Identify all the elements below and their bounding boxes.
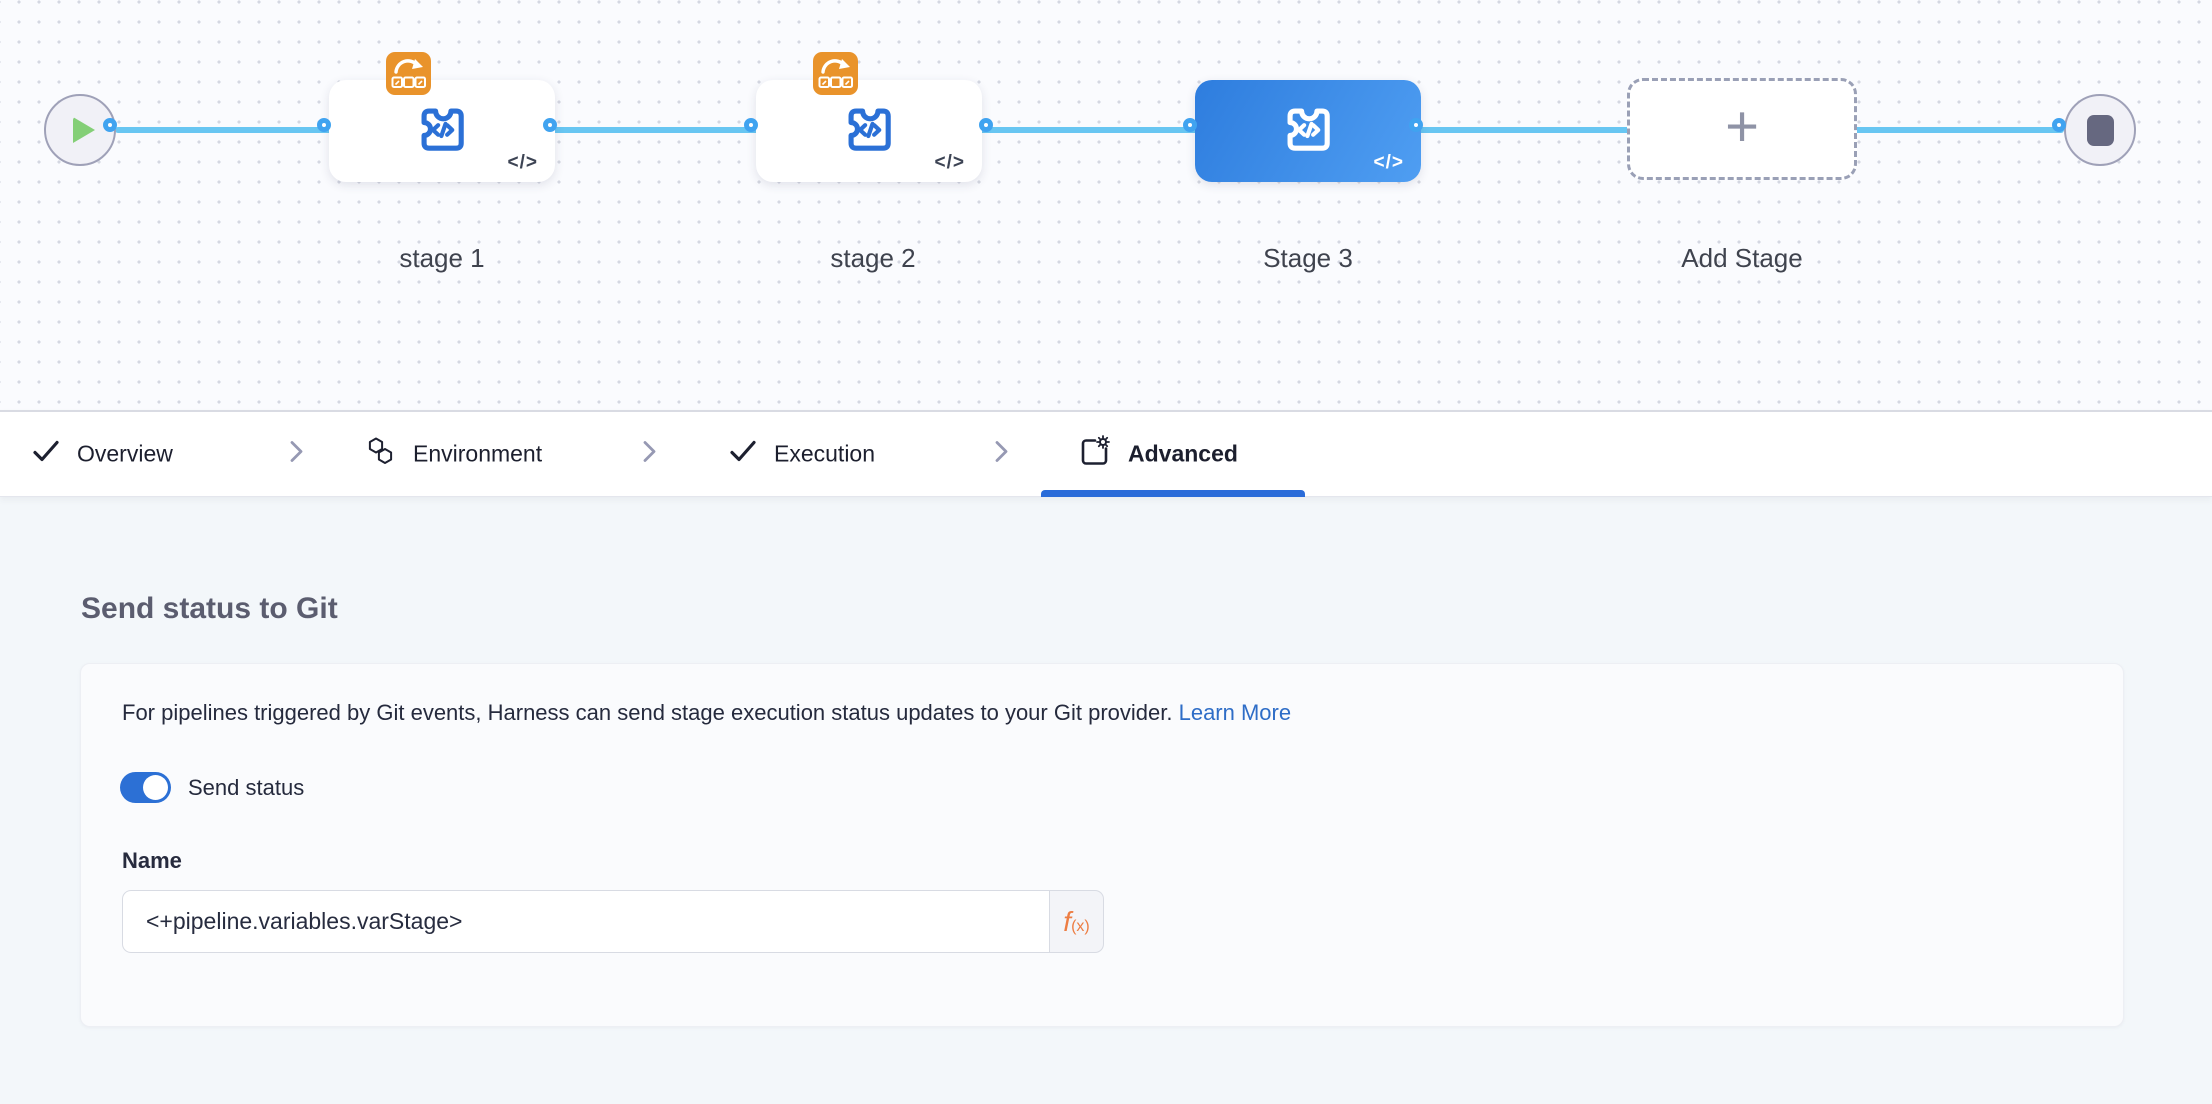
stage-config-tabbar: Overview Environment Execution Advanced — [0, 410, 2212, 497]
stage-label: Add Stage — [1681, 243, 1803, 273]
node-port[interactable] — [103, 118, 117, 132]
chevron-right-icon — [993, 437, 1011, 472]
yaml-code-badge: </> — [1373, 152, 1404, 173]
looping-strategy-badge-icon — [813, 52, 858, 100]
plus-icon: + — [1725, 94, 1759, 159]
active-tab-underline — [1041, 490, 1305, 497]
custom-stage-icon — [837, 97, 901, 166]
section-heading: Send status to Git — [81, 592, 338, 625]
custom-stage-icon — [1276, 97, 1340, 166]
stage-label: Stage 3 — [1263, 243, 1353, 273]
tab-label: Environment — [413, 440, 543, 467]
stage-node-stage-3-selected[interactable]: </> — [1195, 80, 1421, 182]
check-icon — [31, 437, 61, 472]
play-icon — [72, 117, 95, 143]
yaml-code-badge: </> — [934, 152, 965, 173]
environment-icon — [365, 436, 397, 473]
node-port[interactable] — [2052, 118, 2066, 132]
expression-fx-button[interactable]: f(x) — [1050, 890, 1104, 953]
tab-overview[interactable]: Overview — [31, 437, 173, 472]
send-status-card: For pipelines triggered by Git events, H… — [80, 663, 2124, 1027]
looping-strategy-badge-icon — [386, 52, 431, 100]
tab-advanced[interactable]: Advanced — [1078, 435, 1238, 474]
tab-environment[interactable]: Environment — [365, 436, 542, 473]
stage-label: stage 1 — [399, 243, 485, 273]
tab-label: Overview — [77, 440, 173, 467]
stage-node-stage-2[interactable]: </> — [756, 52, 982, 182]
send-status-toggle[interactable] — [120, 772, 171, 803]
node-port[interactable] — [744, 118, 758, 132]
pipeline-start-node — [44, 94, 116, 166]
name-field-label: Name — [122, 848, 182, 873]
check-icon — [728, 437, 758, 472]
advanced-settings-icon — [1078, 435, 1112, 474]
send-status-toggle-row: Send status — [120, 772, 304, 803]
stage-node-stage-1[interactable]: </> — [329, 52, 555, 182]
pipeline-canvas[interactable]: </> </> </> + — [0, 0, 2212, 410]
chevron-right-icon — [641, 437, 659, 472]
tab-execution[interactable]: Execution — [728, 437, 875, 472]
node-port[interactable] — [1409, 118, 1423, 132]
toggle-knob — [143, 775, 168, 800]
yaml-code-badge: </> — [507, 152, 538, 173]
card-description: For pipelines triggered by Git events, H… — [122, 700, 1292, 725]
node-port[interactable] — [979, 118, 993, 132]
node-port[interactable] — [543, 118, 557, 132]
tab-label: Execution — [774, 440, 876, 467]
name-input-row: f(x) — [122, 890, 1104, 953]
chevron-right-icon — [288, 437, 306, 472]
node-port[interactable] — [317, 118, 331, 132]
tab-label: Advanced — [1128, 440, 1238, 467]
stop-icon — [2086, 114, 2114, 146]
pipeline-end-node — [2064, 94, 2136, 166]
custom-stage-icon — [410, 97, 474, 166]
fx-icon: f — [1063, 905, 1072, 937]
add-stage-button[interactable]: + — [1627, 78, 1857, 180]
name-input[interactable] — [122, 890, 1050, 953]
stage-label: stage 2 — [830, 243, 916, 273]
stage-connector-line — [115, 127, 2064, 133]
node-port[interactable] — [1183, 118, 1197, 132]
learn-more-link[interactable]: Learn More — [1178, 700, 1292, 725]
advanced-tab-panel: Send status to Git For pipelines trigger… — [0, 497, 2212, 1104]
toggle-label: Send status — [188, 774, 305, 800]
